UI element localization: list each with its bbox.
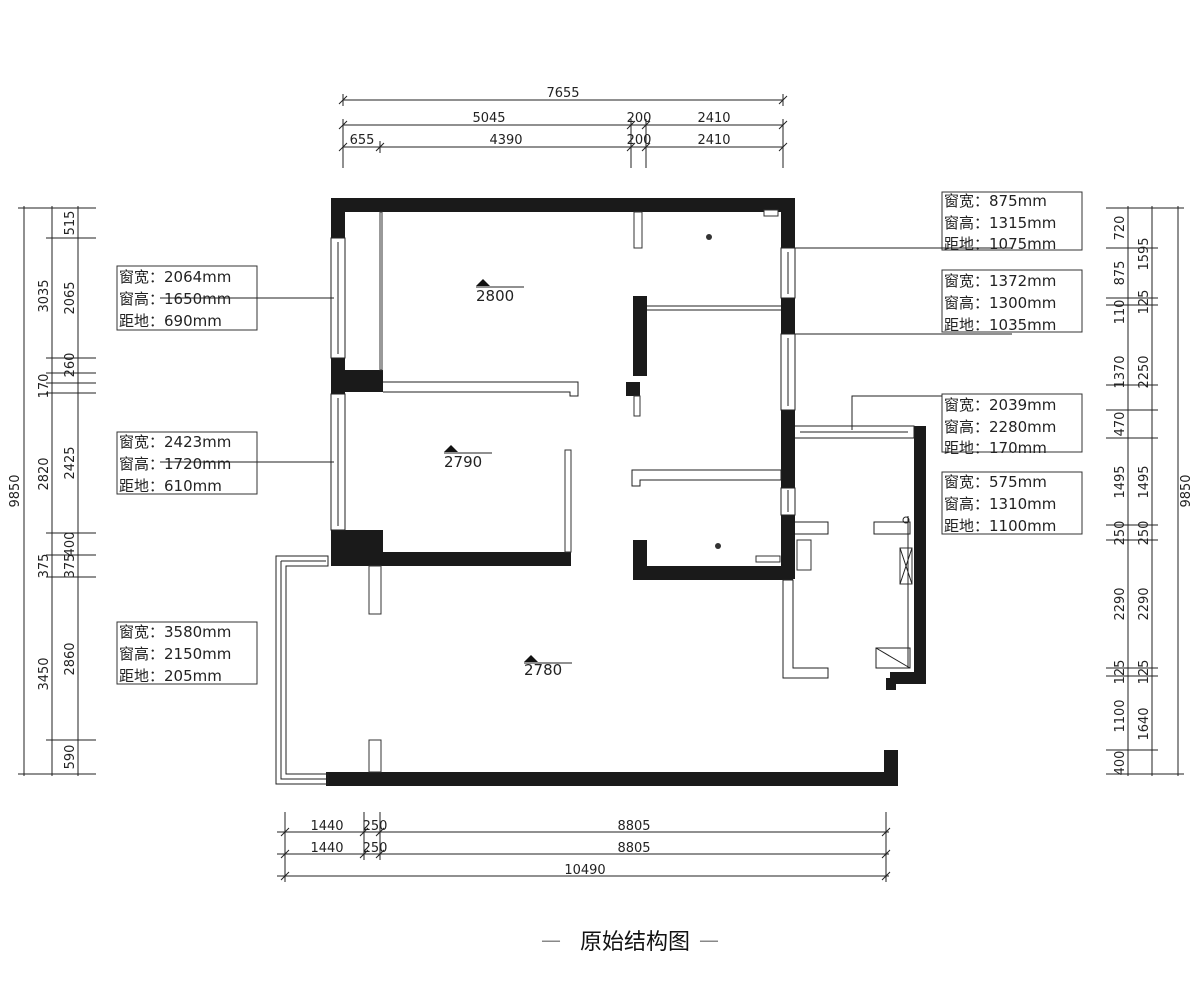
window3-width: 窗宽：3580mm bbox=[119, 623, 231, 641]
dim-right-o6: 2290 bbox=[1137, 587, 1152, 620]
dim-left-o5: 3450 bbox=[37, 657, 52, 690]
ceiling-marker-icon bbox=[476, 279, 490, 286]
dim-left-total: 9850 bbox=[8, 474, 23, 507]
drain-fixture bbox=[706, 234, 712, 240]
partitions bbox=[368, 209, 913, 773]
dim-right-i4: 1370 bbox=[1113, 355, 1128, 388]
window7-sill: 距地：1100mm bbox=[944, 517, 1056, 535]
window4-width: 窗宽：875mm bbox=[944, 192, 1047, 210]
dim-right-o1: 1595 bbox=[1137, 237, 1152, 270]
window3-height: 窗高：2150mm bbox=[119, 645, 231, 663]
dim-bot-r2-b: 250 bbox=[363, 841, 388, 856]
dim-right-i11: 400 bbox=[1113, 751, 1128, 776]
dim-left-i4: 2425 bbox=[63, 446, 78, 479]
window7-height: 窗高：1310mm bbox=[944, 495, 1056, 513]
dim-left-o1: 3035 bbox=[37, 279, 52, 312]
window6-width: 窗宽：2039mm bbox=[944, 396, 1056, 414]
dim-right-i10: 1100 bbox=[1113, 699, 1128, 732]
ceiling-marker-icon bbox=[444, 445, 458, 452]
dim-left-i7: 2860 bbox=[63, 642, 78, 675]
drain-fixture bbox=[715, 543, 721, 549]
window4-height: 窗高：1315mm bbox=[944, 214, 1056, 232]
dim-right-i9: 125 bbox=[1113, 660, 1128, 685]
dim-top-total: 7655 bbox=[546, 86, 579, 101]
window3-sill: 距地：205mm bbox=[119, 667, 222, 685]
walls bbox=[326, 198, 926, 786]
ceiling-height-1: 2800 bbox=[476, 287, 514, 305]
window1-sill: 距地：690mm bbox=[119, 312, 222, 330]
window2-sill: 距地：610mm bbox=[119, 477, 222, 495]
window5-height: 窗高：1300mm bbox=[944, 294, 1056, 312]
title-dash-right: — bbox=[699, 928, 719, 952]
dim-right-i6: 1495 bbox=[1113, 465, 1128, 498]
ceiling-height-2: 2790 bbox=[444, 453, 482, 471]
dim-left-i3: 260 bbox=[63, 353, 78, 378]
window7-width: 窗宽：575mm bbox=[944, 473, 1047, 491]
dim-left-o3: 2820 bbox=[37, 457, 52, 490]
window1-height: 窗高：1650mm bbox=[119, 290, 231, 308]
dim-bot-r1-c: 8805 bbox=[617, 819, 650, 834]
dim-right-o8: 1640 bbox=[1137, 707, 1152, 740]
ceiling-height-3: 2780 bbox=[524, 661, 562, 679]
dim-bot-r2-c: 8805 bbox=[617, 841, 650, 856]
title-dash-left: — bbox=[541, 928, 561, 952]
window4-sill: 距地：1075mm bbox=[944, 235, 1056, 253]
dim-top-r2-d: 2410 bbox=[697, 133, 730, 148]
right-dimensions: 9850 1595 125 2250 1495 250 2290 125 164… bbox=[1106, 206, 1194, 776]
dim-top-r2-a: 655 bbox=[350, 133, 375, 148]
dim-right-o2: 125 bbox=[1137, 290, 1152, 315]
dim-left-i2: 2065 bbox=[63, 281, 78, 314]
dim-top-r1-b: 200 bbox=[627, 111, 652, 126]
dim-bot-r2-a: 1440 bbox=[310, 841, 343, 856]
ceiling-marker-icon bbox=[524, 655, 538, 662]
dim-left-i6: 375 bbox=[63, 554, 78, 579]
dim-top-r1-c: 2410 bbox=[697, 111, 730, 126]
dim-right-o3: 2250 bbox=[1137, 355, 1152, 388]
dim-left-o4: 375 bbox=[37, 554, 52, 579]
dim-left-o2: 170 bbox=[37, 374, 52, 399]
dim-right-o5: 250 bbox=[1137, 521, 1152, 546]
dim-bot-total: 10490 bbox=[564, 863, 605, 878]
dim-left-i8: 590 bbox=[63, 745, 78, 770]
dim-left-i1: 515 bbox=[63, 211, 78, 236]
left-dimensions: 9850 3035 170 2820 375 3450 515 2065 260… bbox=[8, 206, 96, 776]
dim-right-total: 9850 bbox=[1179, 474, 1194, 507]
dim-top-r2-b: 4390 bbox=[489, 133, 522, 148]
dim-right-i7: 250 bbox=[1113, 521, 1128, 546]
bottom-dimensions: 1440 250 8805 1440 250 8805 10490 bbox=[277, 812, 891, 882]
top-dimensions: 7655 5045 200 2410 655 4390 200 2410 bbox=[338, 86, 788, 168]
ceiling-markers: 2800 2790 2780 bbox=[444, 279, 572, 679]
dim-right-i5: 470 bbox=[1113, 412, 1128, 437]
window6-sill: 距地：170mm bbox=[944, 439, 1047, 457]
window2-height: 窗高：1720mm bbox=[119, 455, 231, 473]
dim-right-o4: 1495 bbox=[1137, 465, 1152, 498]
dim-right-i2: 875 bbox=[1113, 261, 1128, 286]
window5-width: 窗宽：1372mm bbox=[944, 272, 1056, 290]
page-title: 原始结构图 bbox=[580, 930, 690, 955]
window6-height: 窗高：2280mm bbox=[944, 418, 1056, 436]
dim-bot-r1-a: 1440 bbox=[310, 819, 343, 834]
window2-width: 窗宽：2423mm bbox=[119, 433, 231, 451]
window-labels: 窗宽：2064mm 窗高：1650mm 距地：690mm 窗宽：2423mm 窗… bbox=[116, 191, 1083, 685]
window1-width: 窗宽：2064mm bbox=[119, 268, 231, 286]
dim-right-i1: 720 bbox=[1113, 216, 1128, 241]
window-frames bbox=[275, 237, 915, 785]
dim-top-r2-c: 200 bbox=[627, 133, 652, 148]
dim-left-i5: 400 bbox=[63, 532, 78, 557]
dim-right-o7: 125 bbox=[1137, 660, 1152, 685]
dim-bot-r1-b: 250 bbox=[363, 819, 388, 834]
diagram-title: — 原始结构图 — bbox=[541, 928, 719, 955]
window5-sill: 距地：1035mm bbox=[944, 316, 1056, 334]
dim-top-r1-a: 5045 bbox=[472, 111, 505, 126]
dim-right-i3: 110 bbox=[1113, 300, 1128, 325]
dim-right-i8: 2290 bbox=[1113, 587, 1128, 620]
